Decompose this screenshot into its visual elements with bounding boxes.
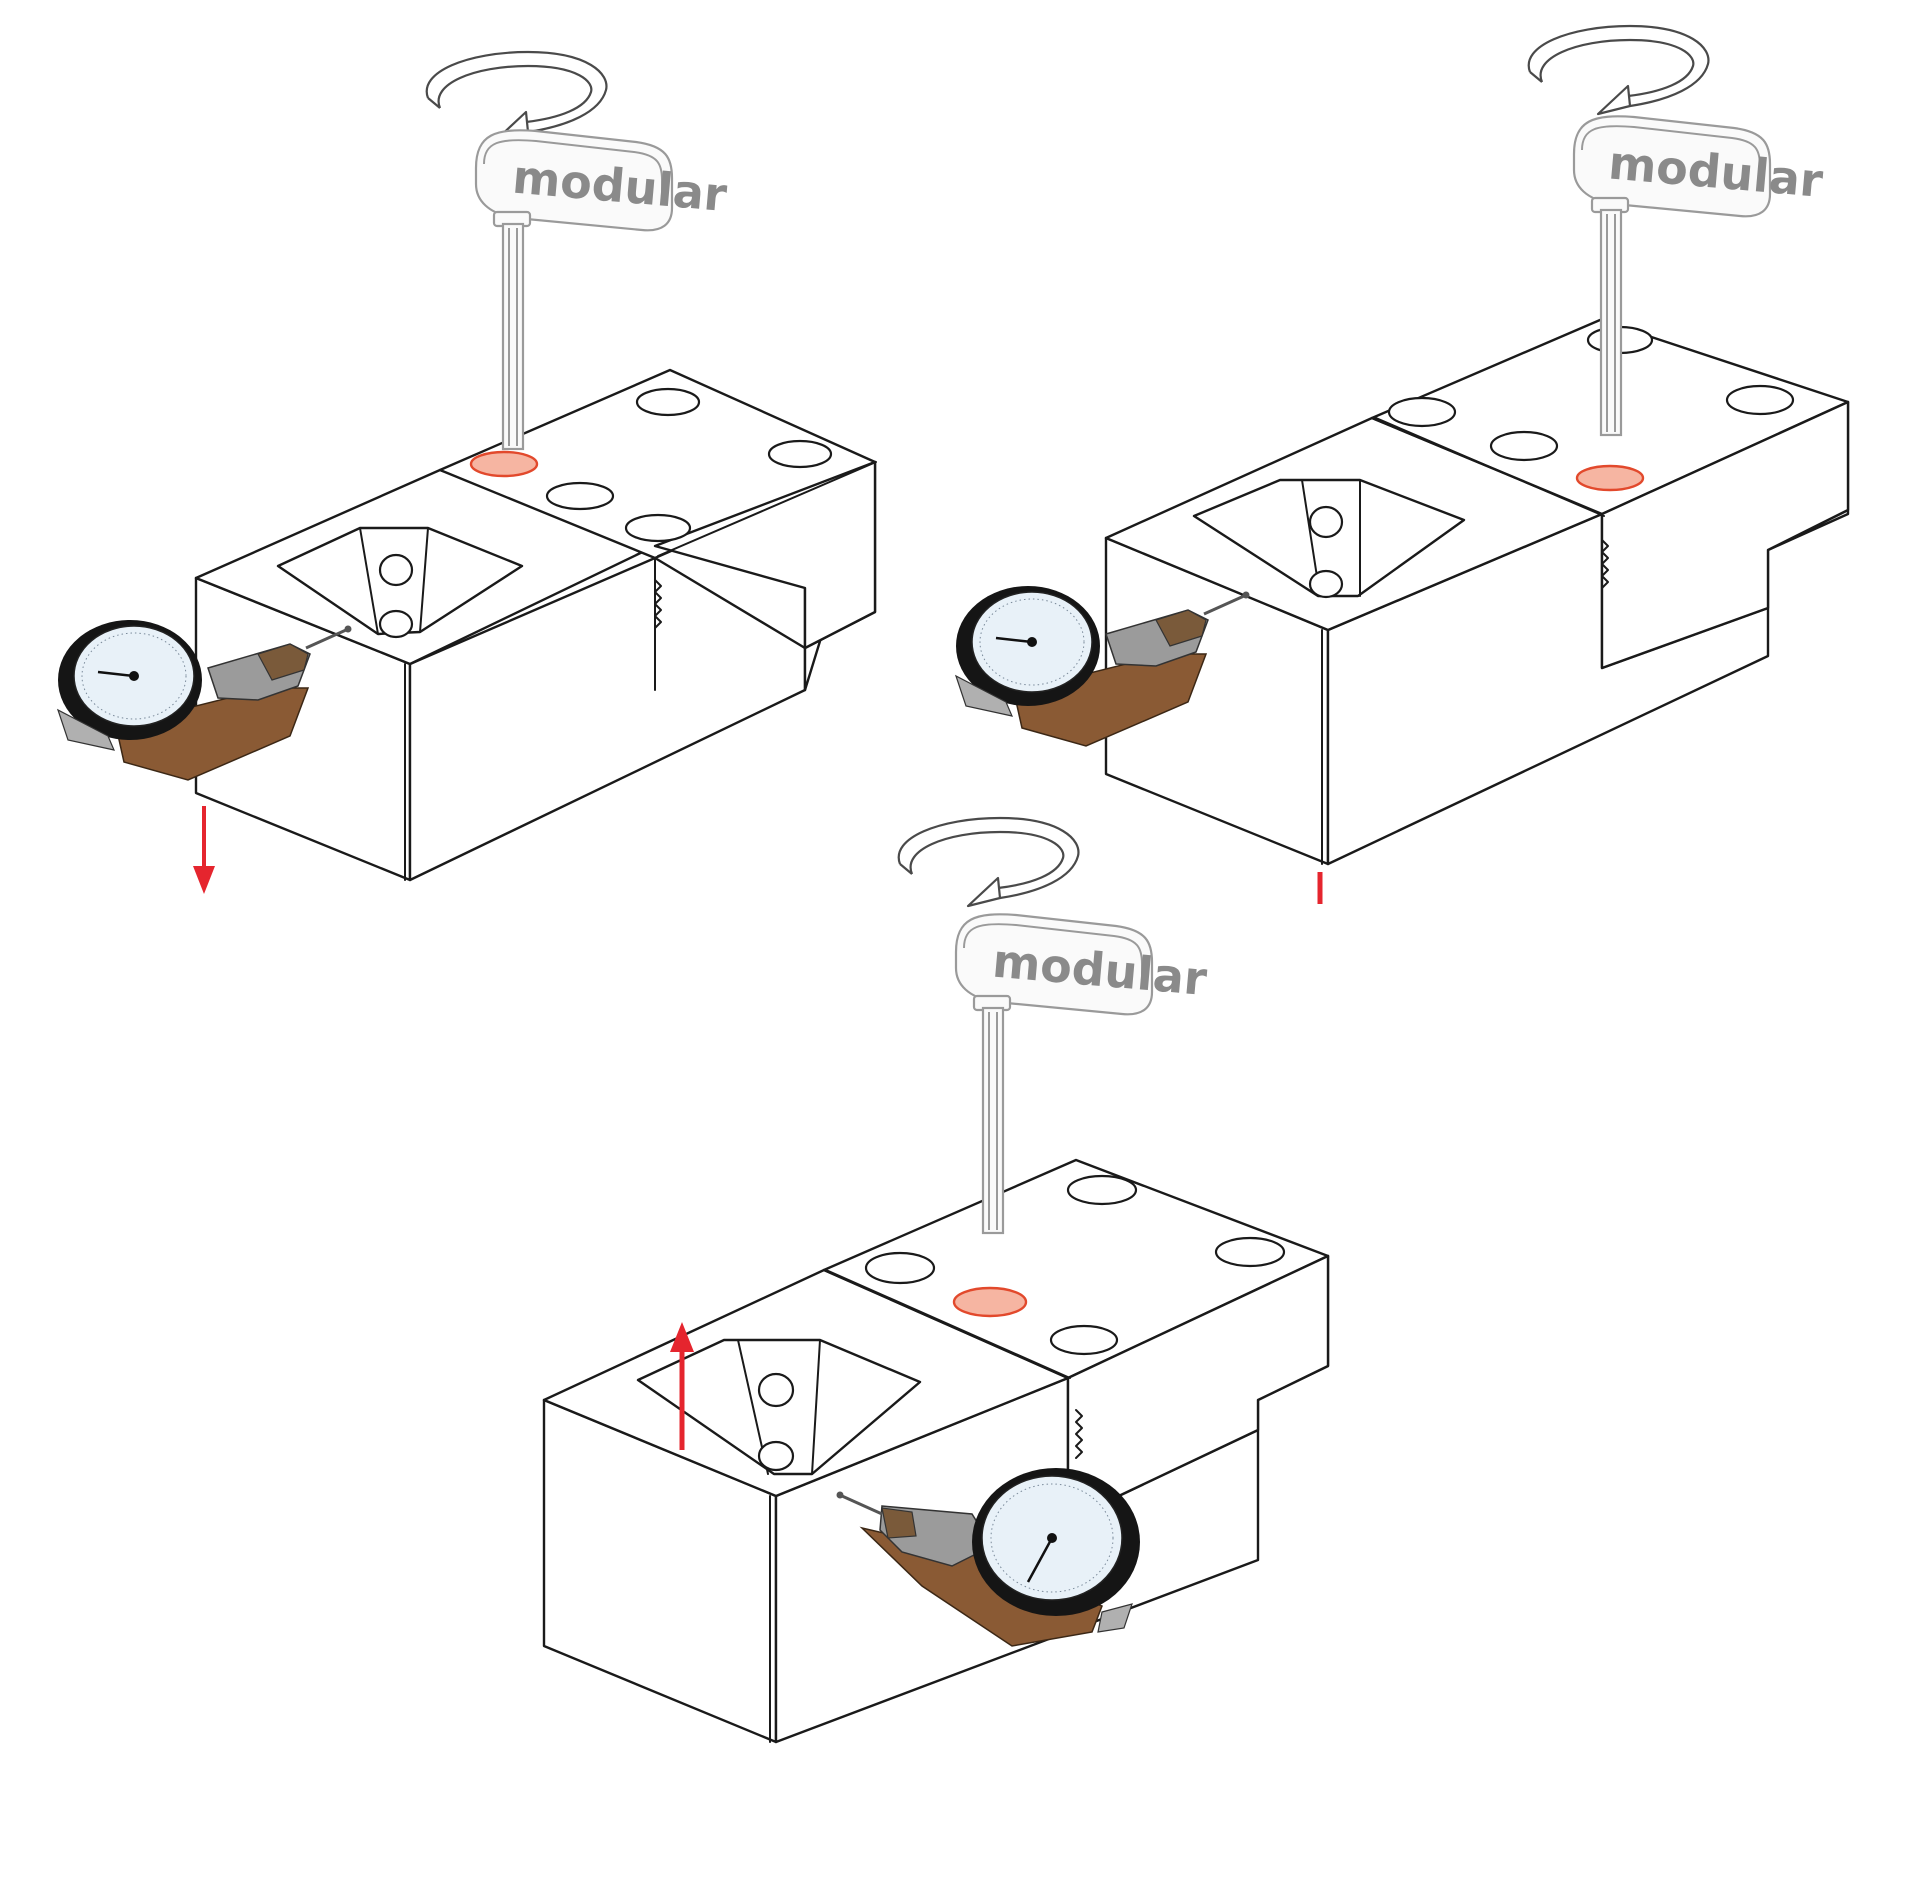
- arrow-up-icon: [670, 1322, 694, 1450]
- highlighted-screw-hole: [1575, 464, 1645, 492]
- rotate-arrow-icon: [1527, 24, 1710, 116]
- panel-step-2: modular: [954, 24, 1850, 904]
- highlighted-screw-hole: [469, 450, 539, 478]
- rotate-arrow-icon: [425, 50, 608, 142]
- panel-step-3: modular: [542, 816, 1330, 1744]
- fixture-block: [542, 1158, 1330, 1744]
- highlighted-screw-hole: [952, 1286, 1028, 1318]
- panel-step-1: modular: [56, 50, 877, 894]
- fixture-block: [194, 368, 877, 882]
- arrow-down-icon: [193, 806, 215, 894]
- fixture-block: [1104, 318, 1850, 866]
- rotate-arrow-icon: [897, 816, 1080, 908]
